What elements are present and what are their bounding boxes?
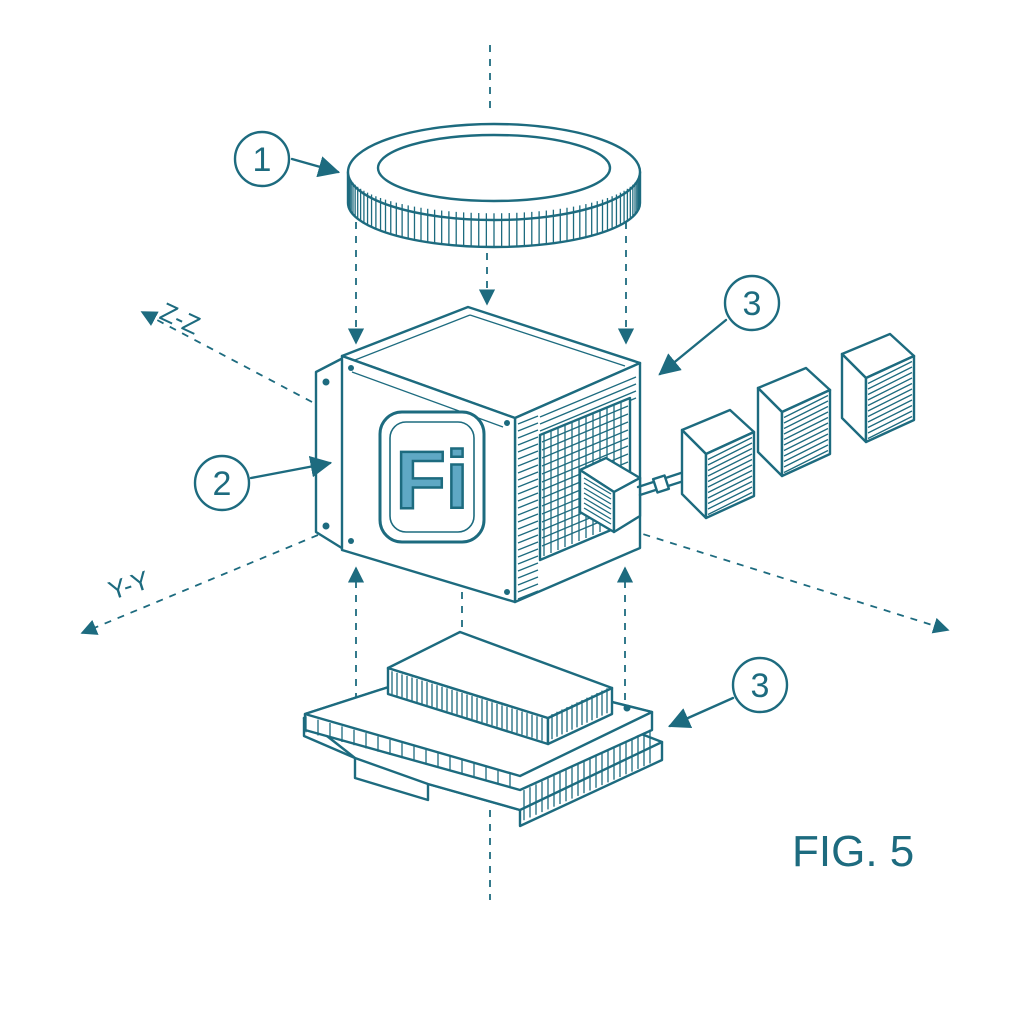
y-axis-line [80, 534, 319, 635]
inner-connector-cube [578, 456, 642, 534]
callout-3-lower-number: 3 [751, 667, 770, 705]
callout-1: 1 [233, 130, 341, 188]
callout-2: 2 [193, 454, 333, 512]
callout-1-number: 1 [253, 141, 272, 179]
guide-lines-upper [347, 222, 635, 345]
inner-cube-hatching [583, 477, 612, 525]
fi-logo-icon: Fi [378, 410, 486, 544]
disc-knurling [347, 172, 641, 247]
y-axis-label: Y-Y [105, 565, 153, 606]
z-axis-label: Z-Z [155, 296, 204, 340]
callout-2-number: 2 [213, 465, 232, 503]
disc-part [346, 122, 642, 249]
z-axis-line [140, 311, 313, 403]
x-axis-line [629, 529, 950, 634]
callout-3-upper-number: 3 [743, 285, 762, 323]
cube-chain [680, 332, 916, 520]
board-hatching [305, 716, 651, 821]
callout-3-upper: 3 [658, 274, 781, 376]
block-hatching [391, 671, 608, 741]
callout-3-lower: 3 [668, 656, 789, 728]
base-board [302, 630, 664, 828]
logo-text: Fi [396, 435, 469, 526]
figure-label: FIG. 5 [792, 827, 914, 876]
